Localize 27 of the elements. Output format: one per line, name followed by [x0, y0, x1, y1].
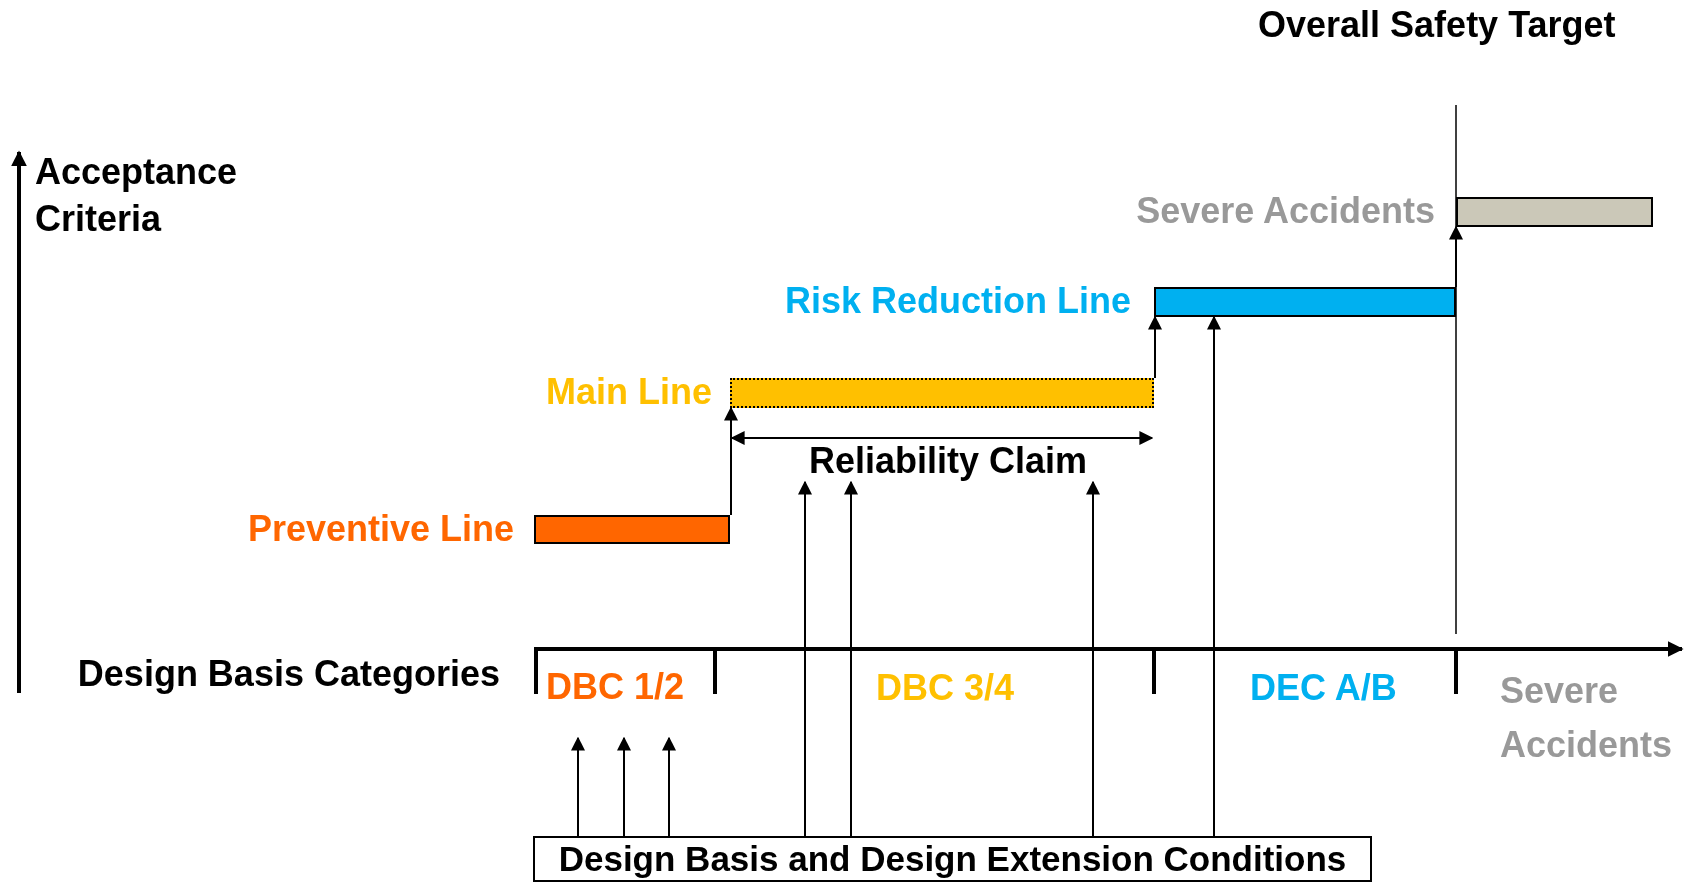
line-label: Severe Accidents	[1136, 189, 1435, 233]
arrow	[1207, 315, 1221, 837]
arrow	[1449, 225, 1463, 288]
level-bar	[1154, 287, 1456, 317]
arrow	[798, 480, 812, 837]
axis-label: Acceptance Criteria	[35, 150, 239, 241]
level-bar	[730, 378, 1154, 408]
line-label: Preventive Line	[247, 506, 514, 551]
conditions-box: Design Basis and Design Extension Conditions	[533, 836, 1372, 882]
arrow	[571, 736, 585, 837]
axis-label: Design Basis Categories	[77, 652, 500, 696]
arrow	[617, 736, 631, 837]
arrow	[724, 406, 738, 516]
arrow	[1086, 480, 1100, 837]
reliability-claim-label: Reliability Claim	[790, 438, 1106, 482]
arrow	[844, 480, 858, 837]
arrow	[1148, 315, 1162, 379]
category-label: DBC 1/2	[546, 664, 696, 738]
level-bar	[1456, 197, 1653, 227]
category-label: DBC 3/4	[876, 666, 1015, 710]
level-bar	[534, 515, 730, 544]
category-label: DEC A/B	[1250, 666, 1397, 710]
diagram-title: Overall Safety Target	[1258, 3, 1616, 47]
line-label: Main Line	[546, 370, 712, 414]
category-label: Severe Accidents	[1500, 669, 1674, 767]
line-label: Risk Reduction Line	[784, 279, 1131, 323]
arrow	[662, 736, 676, 837]
